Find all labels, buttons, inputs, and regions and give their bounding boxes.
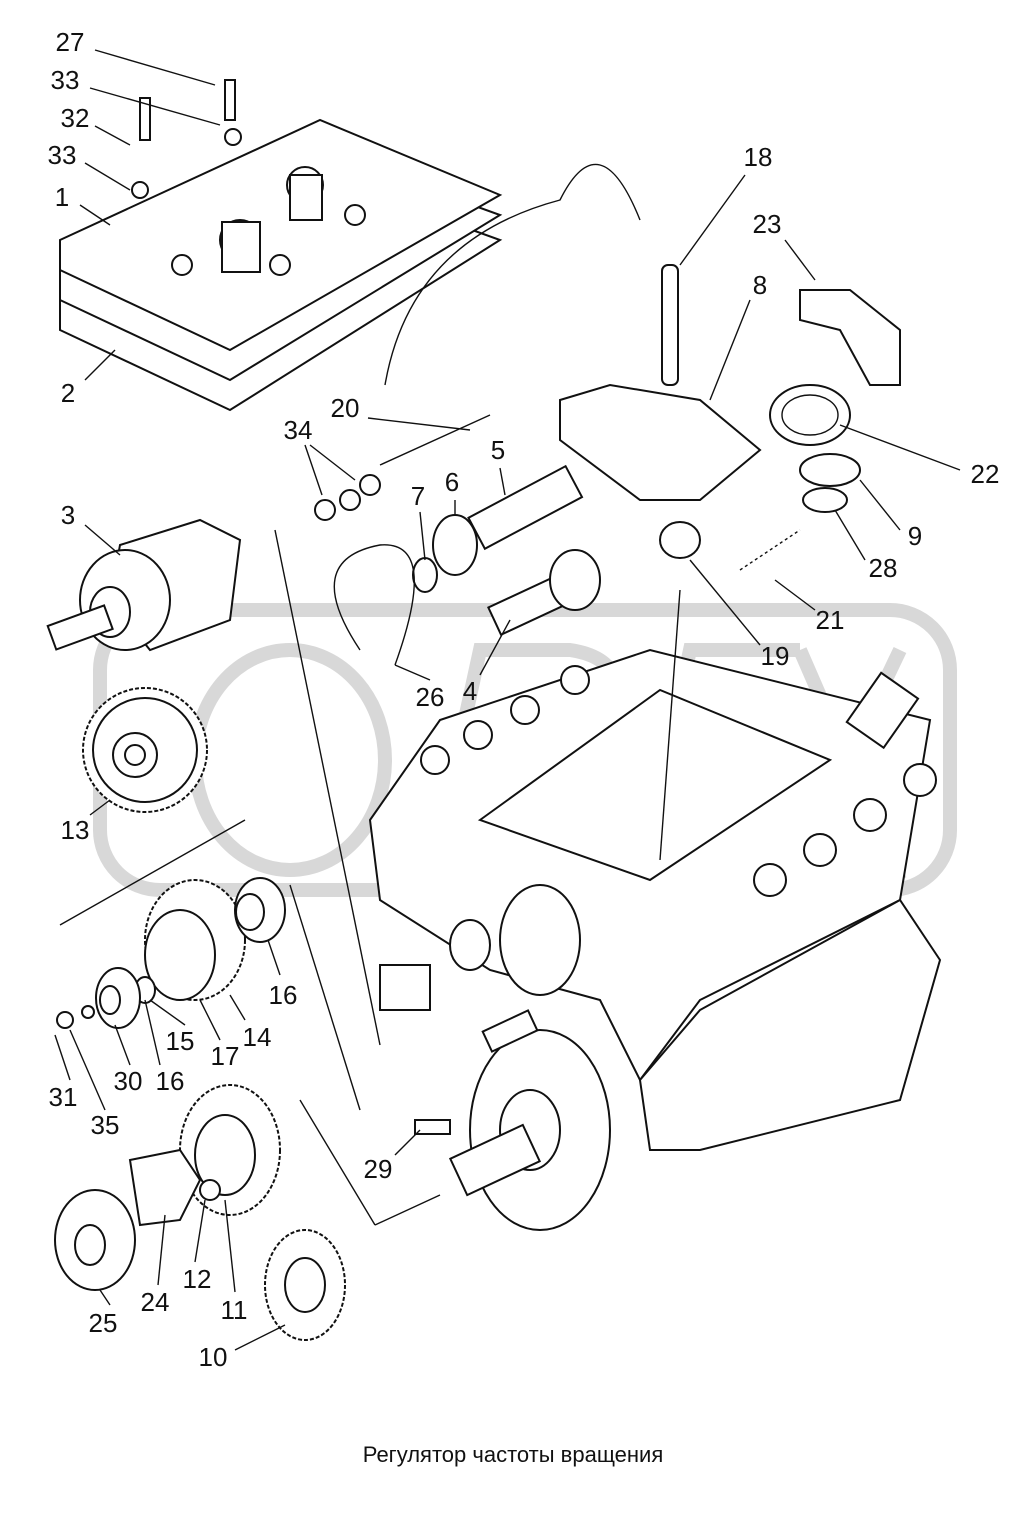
callout-9: 9 [907, 521, 923, 551]
callout-31: 31 [48, 1082, 78, 1112]
gear-set-10 [54, 1084, 346, 1341]
callout-1: 1 [54, 182, 70, 212]
gear-13 [82, 687, 208, 813]
callout-3: 3 [60, 500, 76, 530]
callout-5: 5 [490, 435, 506, 465]
callout-17: 17 [210, 1041, 240, 1071]
hub-3 [46, 518, 242, 652]
callout-34: 34 [283, 415, 313, 445]
cover-plate [59, 79, 503, 412]
callout-12: 12 [182, 1264, 212, 1294]
circlip-26 [333, 544, 415, 666]
callout-6: 6 [444, 467, 460, 497]
callout-25: 25 [88, 1308, 118, 1338]
callout-2: 2 [60, 378, 76, 408]
callout-32: 32 [60, 103, 90, 133]
callout-29: 29 [363, 1154, 393, 1184]
callout-15: 15 [165, 1026, 195, 1056]
drive-flange [414, 1009, 611, 1231]
gear-set-14 [56, 877, 286, 1029]
spring-22 [769, 384, 851, 446]
callout-33: 33 [47, 140, 77, 170]
spring-wire [384, 163, 641, 386]
housing [368, 648, 942, 1151]
callout-18: 18 [743, 142, 773, 172]
callout-27: 27 [55, 27, 85, 57]
callout-20: 20 [330, 393, 360, 423]
pin-18 [661, 264, 679, 386]
callout-26: 26 [415, 682, 445, 712]
washer-9 [799, 453, 861, 487]
callout-22: 22 [970, 459, 1000, 489]
callout-4: 4 [462, 676, 478, 706]
callout-30: 30 [113, 1066, 143, 1096]
callout-35: 35 [90, 1110, 120, 1140]
callout-10: 10 [198, 1342, 228, 1372]
callout-8: 8 [752, 270, 768, 300]
leader-lines [54, 49, 961, 1351]
callout-16: 16 [268, 980, 298, 1010]
callout-16: 16 [155, 1066, 185, 1096]
lever-23 [799, 289, 901, 386]
ring-28 [802, 487, 848, 513]
diagram-caption: Регулятор частоты вращения [362, 1442, 664, 1467]
callout-33: 33 [50, 65, 80, 95]
ring-7 [412, 557, 438, 593]
callout-19: 19 [760, 641, 790, 671]
ring-6 [432, 514, 478, 576]
bushing-19 [659, 521, 701, 559]
screw-20 [379, 414, 491, 466]
callout-23: 23 [752, 209, 782, 239]
callout-11: 11 [220, 1295, 248, 1325]
callout-7: 7 [410, 481, 426, 511]
lever-8 [559, 383, 762, 501]
callout-13: 13 [60, 815, 90, 845]
shaft-5 [467, 464, 584, 551]
callout-28: 28 [868, 553, 898, 583]
callout-24: 24 [140, 1287, 170, 1317]
callout-21: 21 [815, 605, 845, 635]
spring-21 [739, 529, 801, 571]
callout-14: 14 [242, 1022, 272, 1052]
